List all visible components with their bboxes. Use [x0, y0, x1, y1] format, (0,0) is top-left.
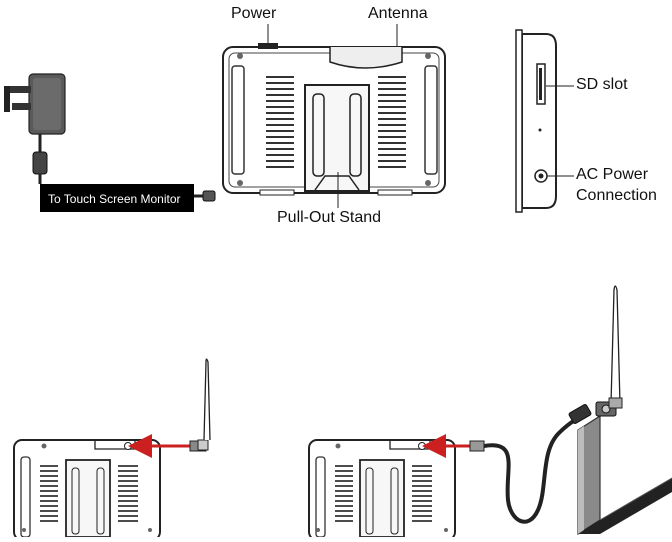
- sd-slot-label: SD slot: [576, 77, 628, 93]
- monitor-side-view: [516, 30, 574, 212]
- cable-tag-label: To Touch Screen Monitor: [48, 193, 181, 205]
- antenna-label: Antenna: [368, 6, 428, 22]
- ac-power-label-line2: Connection: [576, 188, 657, 204]
- monitor-with-antenna: [14, 359, 210, 537]
- power-label: Power: [231, 6, 276, 22]
- pull-out-stand-label: Pull-Out Stand: [277, 210, 381, 226]
- ac-power-label-line1: AC Power: [576, 167, 648, 183]
- monitor-back-view: [223, 24, 445, 208]
- monitor-with-extension-antenna: [309, 286, 672, 537]
